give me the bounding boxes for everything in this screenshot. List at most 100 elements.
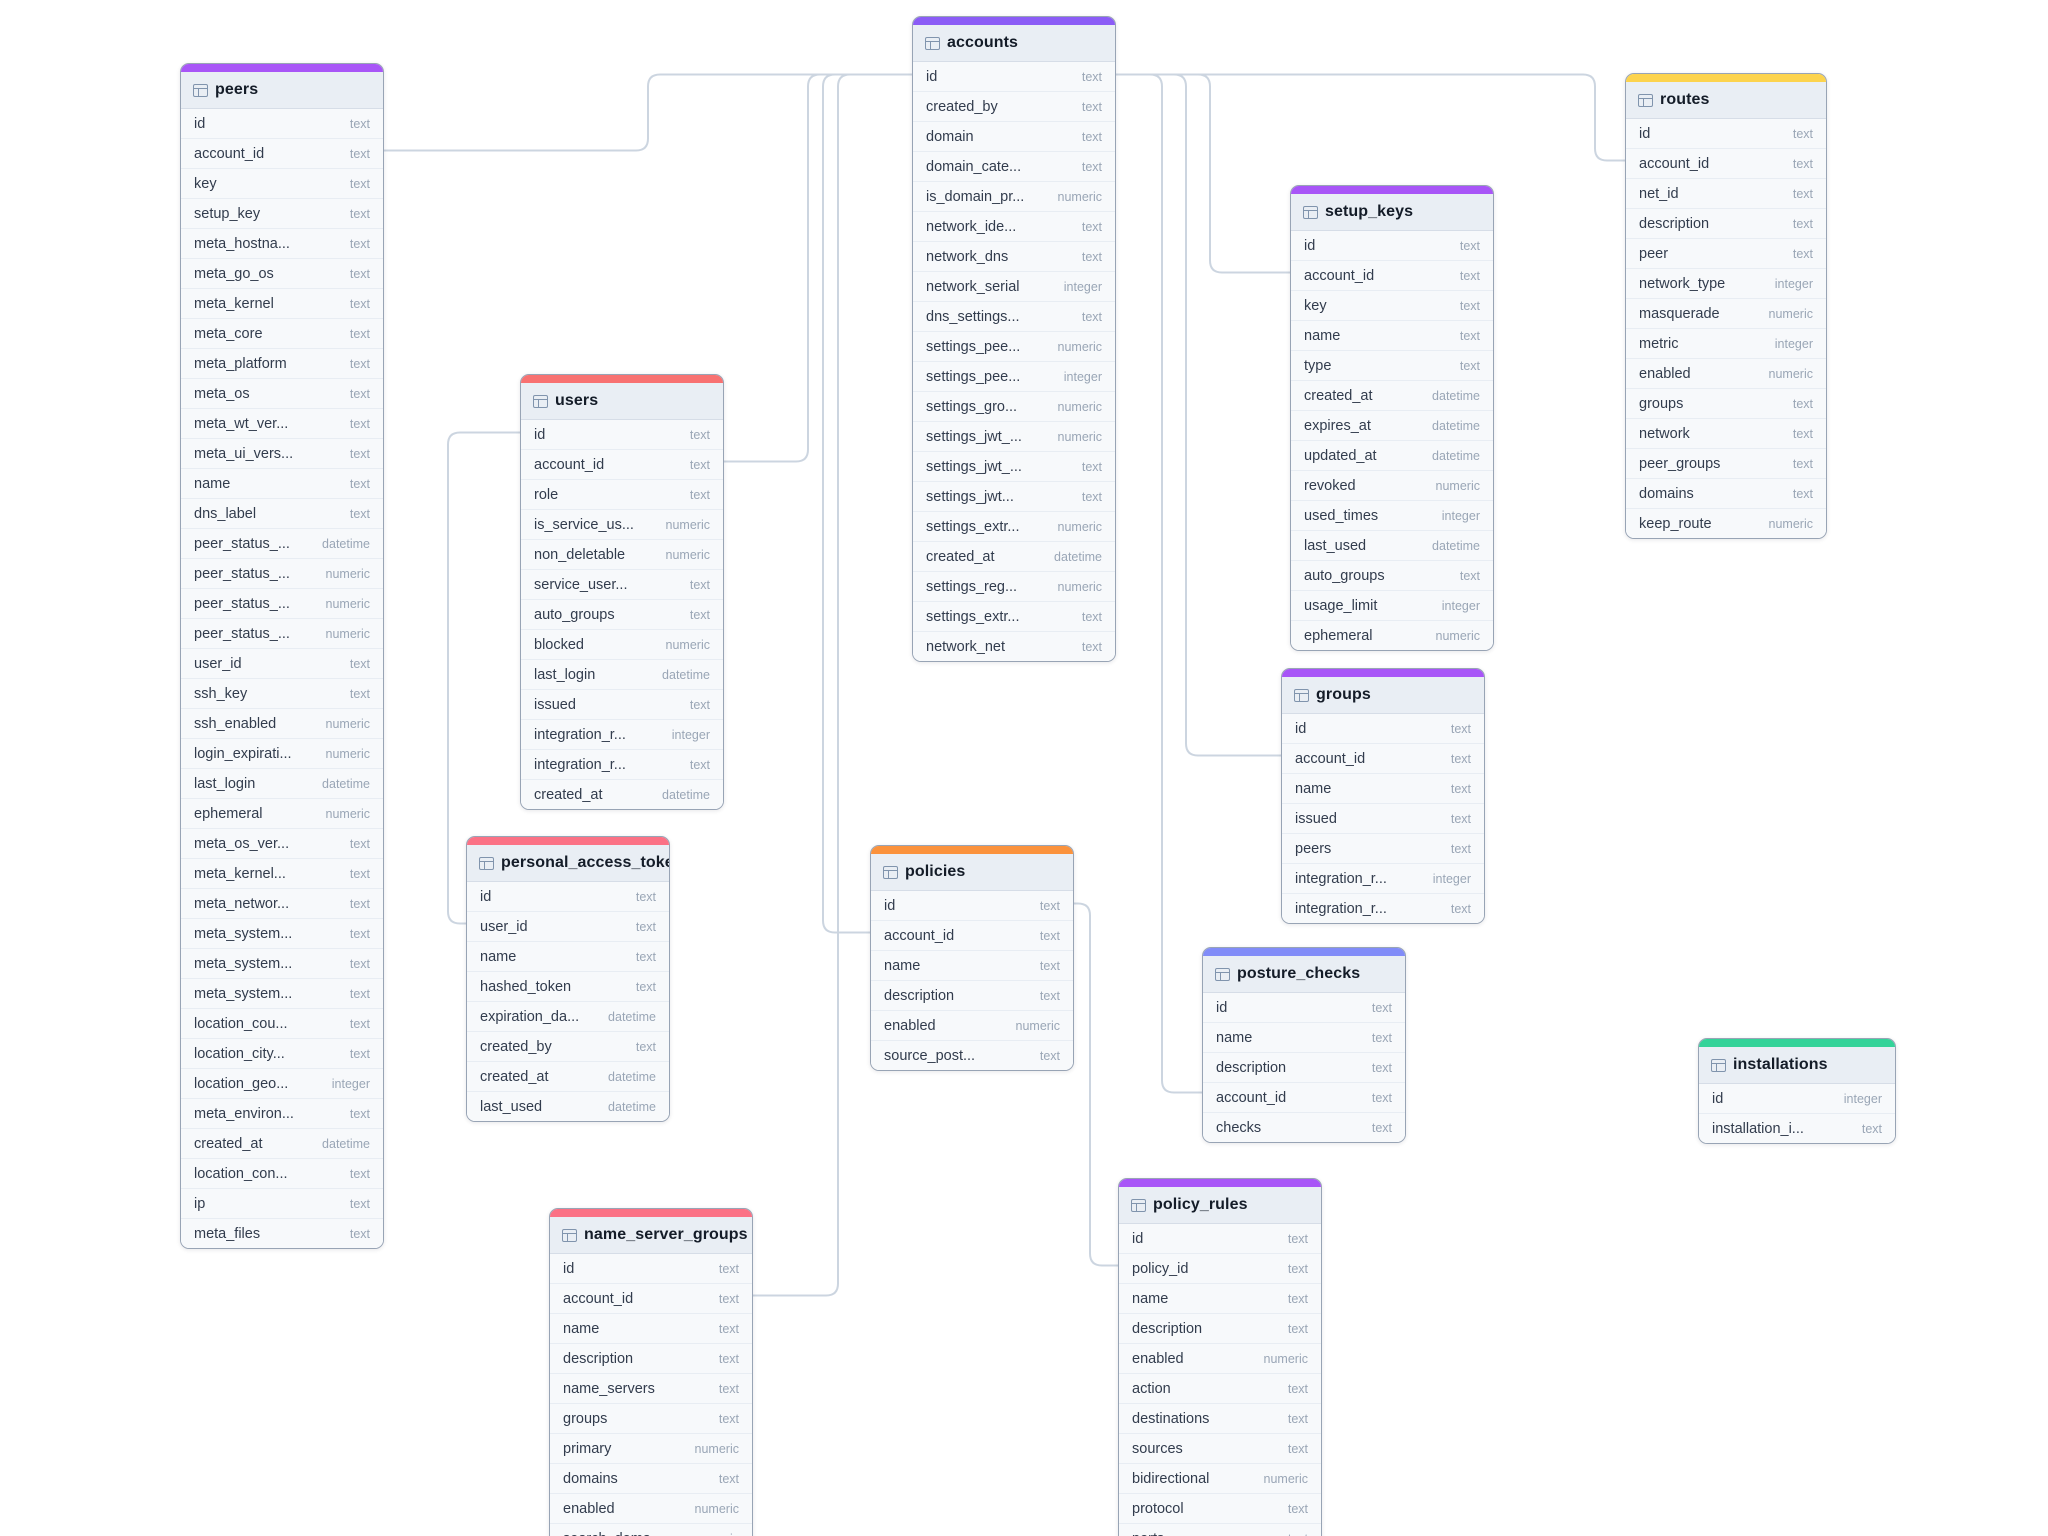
connector-accounts.id-to-setup_keys.account_id bbox=[1113, 73, 1291, 274]
field-type: text bbox=[1039, 1048, 1060, 1063]
field-type: integer bbox=[1774, 336, 1813, 351]
field-type: datetime bbox=[608, 1069, 656, 1084]
table-icon bbox=[1131, 1198, 1146, 1212]
field-name: masquerade bbox=[1639, 305, 1720, 322]
field-type: text bbox=[1081, 309, 1102, 324]
table-icon bbox=[1303, 205, 1318, 219]
field-type: text bbox=[689, 487, 710, 502]
table-header[interactable]: personal_access_tokens bbox=[467, 845, 669, 882]
field-type: text bbox=[1450, 721, 1471, 736]
field-row-peers-17: peer_status_...numeric bbox=[181, 619, 383, 649]
field-type: integer bbox=[671, 727, 710, 742]
field-name: meta_go_os bbox=[194, 265, 274, 282]
field-type: integer bbox=[1843, 1091, 1882, 1106]
table-color-bar bbox=[467, 837, 669, 845]
field-name: description bbox=[1132, 1320, 1203, 1337]
field-name: groups bbox=[563, 1410, 608, 1427]
field-row-accounts-3: domain_cate...text bbox=[913, 152, 1115, 182]
field-name: settings_jwt_... bbox=[926, 428, 1022, 445]
field-type: text bbox=[718, 1261, 739, 1276]
field-type: text bbox=[1371, 1030, 1392, 1045]
table-header[interactable]: posture_checks bbox=[1203, 956, 1405, 993]
table-name: posture_checks bbox=[1237, 965, 1361, 982]
field-type: datetime bbox=[322, 1136, 370, 1151]
table-icon bbox=[193, 83, 208, 97]
field-name: integration_r... bbox=[1295, 900, 1387, 917]
field-row-groups-6: integration_r...text bbox=[1282, 894, 1484, 923]
field-row-peers-7: meta_core text bbox=[181, 319, 383, 349]
field-name: network_ide... bbox=[926, 218, 1017, 235]
field-type: text bbox=[1287, 1501, 1308, 1516]
field-row-accounts-15: settings_extr...numeric bbox=[913, 512, 1115, 542]
table-header[interactable]: groups bbox=[1282, 677, 1484, 714]
field-name: created_at bbox=[194, 1135, 263, 1152]
field-row-peers-33: meta_environ...text bbox=[181, 1099, 383, 1129]
table-header[interactable]: peers bbox=[181, 72, 383, 109]
field-type: text bbox=[689, 757, 710, 772]
field-name: account_id bbox=[1304, 267, 1375, 284]
field-row-peers-28: meta_system...text bbox=[181, 949, 383, 979]
table-header[interactable]: routes bbox=[1626, 82, 1826, 119]
field-name: meta_core bbox=[194, 325, 263, 342]
field-row-accounts-14: settings_jwt...text bbox=[913, 482, 1115, 512]
field-type: text bbox=[349, 1016, 370, 1031]
field-name: installation_i... bbox=[1712, 1120, 1804, 1137]
field-type: text bbox=[718, 1471, 739, 1486]
field-type: text bbox=[349, 326, 370, 341]
field-name: auto_groups bbox=[1304, 567, 1385, 584]
table-personal_access_tokens[interactable]: personal_access_tokensidtextuser_idtextn… bbox=[466, 836, 670, 1122]
field-type: text bbox=[1792, 396, 1813, 411]
table-color-bar bbox=[1291, 186, 1493, 194]
field-name: id bbox=[1639, 125, 1651, 142]
table-icon bbox=[1294, 688, 1309, 702]
field-row-accounts-17: settings_reg...numeric bbox=[913, 572, 1115, 602]
field-name: created_at bbox=[1304, 387, 1373, 404]
field-name: account_id bbox=[534, 456, 605, 473]
table-header[interactable]: users bbox=[521, 383, 723, 420]
field-name: settings_jwt_... bbox=[926, 458, 1022, 475]
field-type: text bbox=[718, 1291, 739, 1306]
field-type: text bbox=[1081, 609, 1102, 624]
field-name: auto_groups bbox=[534, 606, 615, 623]
field-name: id bbox=[1304, 237, 1316, 254]
field-row-accounts-13: settings_jwt_...text bbox=[913, 452, 1115, 482]
field-type: text bbox=[1792, 186, 1813, 201]
field-name: name bbox=[563, 1320, 600, 1337]
table-header[interactable]: accounts bbox=[913, 25, 1115, 62]
table-header[interactable]: name_server_groups bbox=[550, 1217, 752, 1254]
field-type: text bbox=[1081, 99, 1102, 114]
table-header[interactable]: policies bbox=[871, 854, 1073, 891]
field-name: type bbox=[1304, 357, 1332, 374]
field-name: user_id bbox=[194, 655, 242, 672]
table-header[interactable]: setup_keys bbox=[1291, 194, 1493, 231]
table-header[interactable]: policy_rules bbox=[1119, 1187, 1321, 1224]
field-name: meta_system... bbox=[194, 985, 293, 1002]
field-name: meta_system... bbox=[194, 925, 293, 942]
field-row-policies-5: source_post...text bbox=[871, 1041, 1073, 1070]
table-header[interactable]: installations bbox=[1699, 1047, 1895, 1084]
field-name: id bbox=[194, 115, 206, 132]
field-type: text bbox=[349, 836, 370, 851]
